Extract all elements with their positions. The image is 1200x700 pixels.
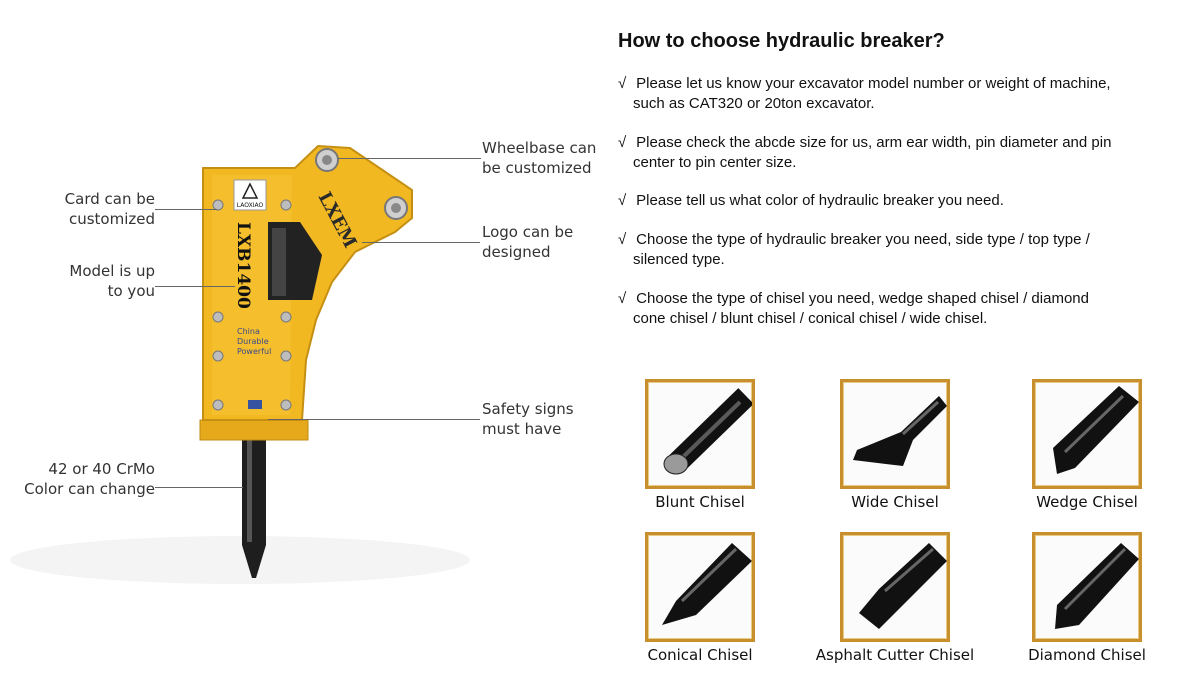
blunt-chisel-icon	[663, 388, 752, 475]
check-icon: √	[618, 192, 627, 209]
brand-logo-text: LAOXIAO	[237, 202, 264, 209]
hydraulic-breaker-illustration: LAOXIAO LXEM LXB1400 China Durable Power…	[10, 144, 470, 584]
brand-logo-badge	[233, 179, 267, 211]
chisel-label: Wedge Chisel	[1036, 493, 1138, 511]
check-icon: √	[618, 75, 627, 92]
chisel-label: Conical Chisel	[647, 646, 753, 664]
leader-wheelbase	[338, 158, 481, 159]
wide-chisel-icon	[853, 396, 947, 466]
bottom-flange	[199, 419, 309, 441]
chisel-label: Wide Chisel	[851, 493, 939, 511]
chisel-tool	[242, 430, 266, 578]
leader-chisel	[155, 487, 243, 488]
chisel-label: Asphalt Cutter Chisel	[815, 646, 975, 664]
tip-item: √ Please tell us what color of hydraulic…	[618, 192, 1004, 209]
guide-title: How to choose hydraulic breaker?	[618, 30, 945, 52]
callout-logo: Logo can be designed	[482, 223, 574, 261]
callout-safety: Safety signs must have	[482, 400, 574, 438]
slogan-line-2: Durable	[237, 337, 269, 346]
tip-item: √ Please let us know your excavator mode…	[618, 75, 1111, 112]
leader-logo	[362, 242, 480, 243]
slogan-line-3: Powerful	[237, 347, 271, 356]
check-icon: √	[618, 290, 627, 307]
tip-item: √ Choose the type of chisel you need, we…	[618, 290, 1089, 327]
guide-panel: How to choose hydraulic breaker? √ Pleas…	[600, 0, 1200, 700]
mounting-pins	[315, 148, 408, 220]
conical-chisel-icon	[662, 543, 752, 625]
check-icon: √	[618, 231, 627, 248]
callout-chisel: 42 or 40 CrMo Color can change	[24, 460, 155, 498]
leader-safety	[268, 419, 480, 420]
callout-wheelbase: Wheelbase can be customized	[482, 139, 597, 177]
wedge-chisel-icon	[1053, 386, 1139, 474]
tip-item: √ Please check the abcde size for us, ar…	[618, 134, 1112, 171]
check-icon: √	[618, 134, 627, 151]
callout-model: Model is up to you	[69, 262, 155, 300]
callout-card: Card can be customized	[64, 190, 155, 228]
safety-sign	[248, 400, 262, 409]
diamond-chisel-icon	[1055, 543, 1139, 629]
chisel-label: Diamond Chisel	[1028, 646, 1146, 664]
chisel-label: Blunt Chisel	[655, 493, 745, 511]
asphalt-cutter-chisel-icon	[859, 543, 947, 629]
leader-model	[155, 286, 235, 287]
product-illustration-panel: LAOXIAO LXEM LXB1400 China Durable Power…	[10, 139, 597, 584]
tip-item: √ Choose the type of hydraulic breaker y…	[618, 231, 1090, 268]
model-text: LXB1400	[233, 222, 253, 309]
slogan-line-1: China	[237, 327, 260, 336]
leader-card	[155, 209, 217, 210]
